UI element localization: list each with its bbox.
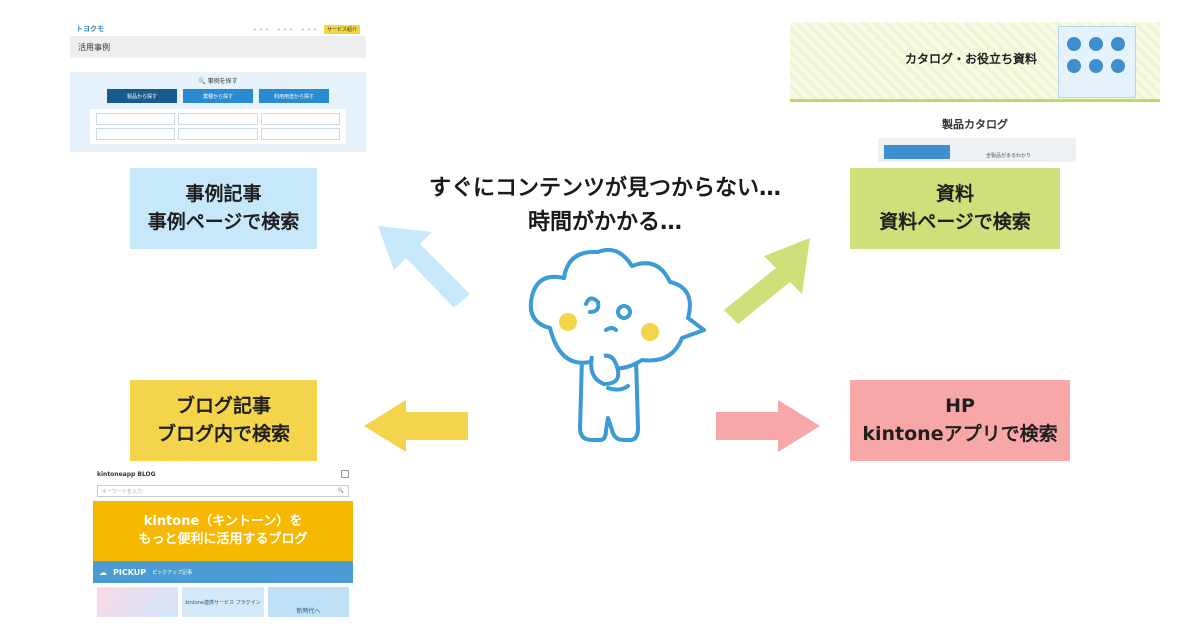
case-product-grid (90, 109, 346, 144)
case-page-breadcrumb (70, 58, 366, 72)
case-page-nav: ・・・・・・・・・ サービス紹介 (110, 24, 360, 34)
search-by-usage-button: 利用用途から探す (259, 89, 329, 103)
catalog-card-caption: 全製品がまるわかり (986, 153, 1032, 159)
pickup-card (97, 587, 179, 617)
search-by-industry-button: 業種から探す (183, 89, 253, 103)
pickup-label: PICKUP (113, 567, 147, 577)
arrow-to-blog (364, 400, 468, 452)
homepage-subtitle: kintoneアプリで検索 (862, 422, 1058, 445)
homepage-box: HP kintoneアプリで検索 (850, 380, 1070, 461)
blog-hero-line2: もっと便利に活用するブログ (138, 532, 308, 547)
arrow-to-homepage (716, 400, 820, 452)
arrow-to-blog-shape (364, 400, 468, 452)
pickup-card: kintone連携サービス プラグイン (182, 587, 264, 617)
problem-line-1: すぐにコンテンツが見つからない… (428, 176, 781, 201)
product-cell (260, 113, 340, 125)
documents-title: 資料 (935, 182, 974, 205)
blog-hero: kintone（キントーン）を もっと便利に活用するブログ (93, 501, 353, 561)
arrow-to-case-study (378, 226, 470, 308)
menu-icon (341, 470, 349, 478)
product-cell (178, 113, 258, 125)
case-search-area: 🔍 事例を探す 製品から探す 業種から探す 利用用途から探す (70, 72, 366, 152)
catalog-card: 全製品がまるわかり (878, 138, 1076, 162)
blog-box: ブログ記事 ブログ内で検索 (130, 380, 317, 461)
toyokumo-logo: トヨクモ (76, 25, 104, 33)
blog-brand: kintoneapp BLOG (97, 470, 156, 478)
case-study-title: 事例記事 (185, 182, 262, 205)
arrow-to-case-study-shape (378, 226, 470, 308)
homepage-title: HP (945, 394, 975, 417)
blog-header: kintoneapp BLOG (93, 465, 353, 483)
blog-title: ブログ記事 (175, 394, 271, 417)
product-cell (96, 113, 176, 125)
service-nav-button: サービス紹介 (323, 24, 360, 34)
product-cell (96, 128, 176, 140)
arrow-to-homepage-shape (716, 400, 820, 452)
pickup-cards: kintone連携サービス プラグイン 新時代へ (93, 583, 353, 621)
pickup-card: 新時代へ (267, 587, 349, 617)
catalog-card-image (884, 145, 950, 159)
blog-page-screenshot: kintoneapp BLOG キーワードを入力 🔍 kintone（キントーン… (93, 465, 353, 628)
blog-search-input: キーワードを入力 🔍 (97, 485, 349, 497)
documents-banner-title: カタログ・お役立ち資料 (905, 52, 1038, 66)
brochure-image (1058, 26, 1136, 98)
cloud-mascot-icon (528, 247, 706, 442)
arrow-to-documents-shape (724, 238, 810, 324)
blog-subtitle: ブログ内で検索 (156, 422, 290, 445)
arrow-to-documents (724, 238, 810, 324)
case-study-box: 事例記事 事例ページで検索 (130, 168, 317, 249)
product-cell (260, 128, 340, 140)
documents-subtitle: 資料ページで検索 (879, 210, 1031, 233)
cloud-icon: ☁ (99, 567, 107, 577)
search-by-product-button: 製品から探す (107, 89, 177, 103)
product-cell (178, 128, 258, 140)
case-page-title: 活用事例 (70, 36, 366, 58)
documents-banner: カタログ・お役立ち資料 (790, 22, 1160, 102)
problem-line-2: 時間がかかる… (527, 210, 682, 236)
case-study-subtitle: 事例ページで検索 (147, 210, 300, 233)
case-search-label: 🔍 事例を探す (198, 78, 238, 85)
documents-page-screenshot: カタログ・お役立ち資料 製品カタログ 全製品がまるわかり (790, 22, 1160, 162)
catalog-section-title: 製品カタログ (942, 118, 1008, 131)
pickup-bar: ☁ PICKUP ピックアップ記事 (93, 561, 353, 583)
blog-hero-line1: kintone（キントーン）を (143, 514, 303, 530)
case-study-page-screenshot: トヨクモ ・・・・・・・・・ サービス紹介 活用事例 🔍 事例を探す 製品から探… (70, 22, 366, 152)
problem-statement: すぐにコンテンツが見つからない… 時間がかかる… (370, 172, 840, 240)
search-icon: 🔍 (337, 488, 344, 494)
case-page-header: トヨクモ ・・・・・・・・・ サービス紹介 (70, 22, 366, 36)
case-search-buttons: 製品から探す 業種から探す 利用用途から探す (90, 89, 346, 103)
pickup-sub-label: ピックアップ記事 (152, 569, 193, 576)
blog-search-placeholder: キーワードを入力 (102, 489, 143, 495)
documents-box: 資料 資料ページで検索 (850, 168, 1060, 249)
